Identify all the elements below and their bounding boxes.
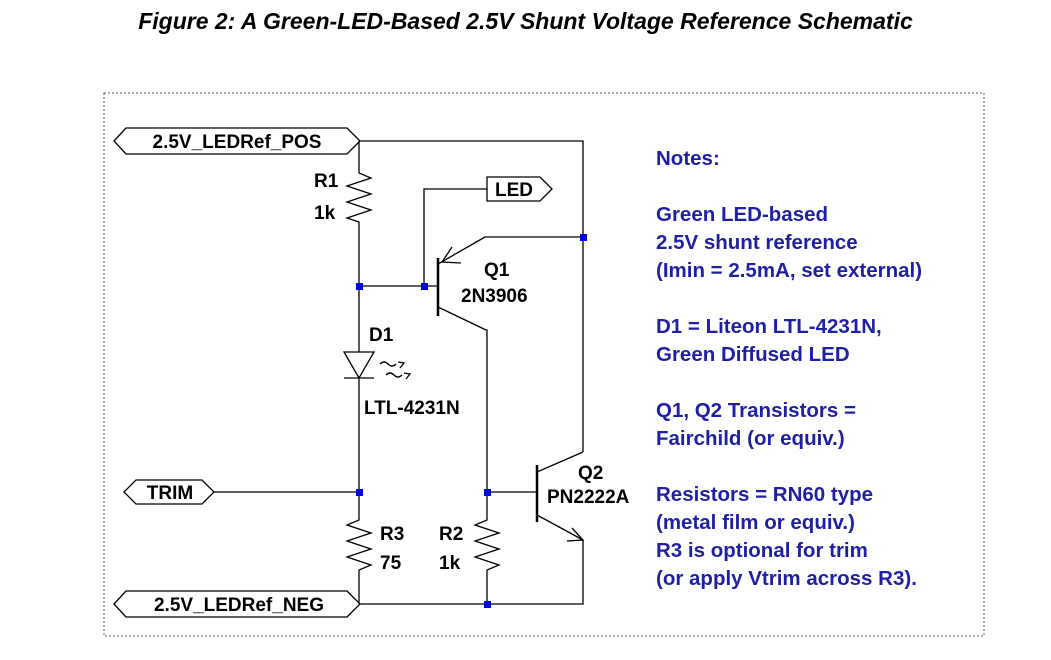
note-line: Green Diffused LED <box>656 343 850 366</box>
port-led-label: LED <box>495 180 533 201</box>
diode-d1: D1 LTL-4231N <box>342 325 460 419</box>
r3-ref: R3 <box>380 524 404 545</box>
note-line: R3 is optional for trim <box>656 539 868 562</box>
wires <box>214 140 584 605</box>
q1-ref: Q1 <box>484 260 510 281</box>
q2-part: PN2222A <box>547 487 630 508</box>
port-pos-label: 2.5V_LEDRef_POS <box>153 132 322 153</box>
note-line: D1 = Liteon LTL-4231N, <box>656 315 882 338</box>
notes-heading: Notes: <box>656 147 720 170</box>
port-trim: TRIM <box>123 479 215 505</box>
resistor-r3: R3 75 <box>344 510 404 585</box>
junction-dot <box>356 283 363 290</box>
junction-dot <box>356 489 363 496</box>
resistor-r2: R2 1k <box>439 515 502 583</box>
note-line: Green LED-based <box>656 203 828 226</box>
q1-part: 2N3906 <box>461 286 528 307</box>
port-neg-label: 2.5V_LEDRef_NEG <box>154 595 324 616</box>
port-trim-label: TRIM <box>147 483 193 504</box>
transistor-q2: Q2 PN2222A <box>535 451 630 542</box>
junctions <box>356 234 587 608</box>
note-line: Q1, Q2 Transistors = <box>656 399 856 422</box>
schematic-border <box>103 92 985 637</box>
r3-value: 75 <box>380 553 402 574</box>
d1-part: LTL-4231N <box>364 398 460 419</box>
transistor-q1: Q1 2N3906 <box>436 236 528 331</box>
port-led: LED <box>486 176 553 202</box>
notes-block: Notes: Green LED-based 2.5V shunt refere… <box>656 147 922 590</box>
r1-ref: R1 <box>314 171 339 192</box>
resistor-r1: R1 1k <box>314 165 374 230</box>
q2-ref: Q2 <box>578 463 603 484</box>
note-line: (metal film or equiv.) <box>656 511 855 534</box>
port-neg: 2.5V_LEDRef_NEG <box>113 590 361 618</box>
note-line: 2.5V shunt reference <box>656 231 858 254</box>
note-line: Resistors = RN60 type <box>656 483 873 506</box>
r2-value: 1k <box>439 553 461 574</box>
r2-ref: R2 <box>439 524 463 545</box>
r1-value: 1k <box>314 203 336 224</box>
figure-title: Figure 2: A Green-LED-Based 2.5V Shunt V… <box>138 8 913 34</box>
junction-dot <box>580 234 587 241</box>
note-line: Fairchild (or equiv.) <box>656 427 845 450</box>
note-line: (Imin = 2.5mA, set external) <box>656 259 922 282</box>
d1-ref: D1 <box>369 325 394 346</box>
port-pos: 2.5V_LEDRef_POS <box>113 127 361 155</box>
note-line: (or apply Vtrim across R3). <box>656 567 917 590</box>
junction-dot <box>421 283 428 290</box>
junction-dot <box>484 601 491 608</box>
junction-dot <box>484 489 491 496</box>
